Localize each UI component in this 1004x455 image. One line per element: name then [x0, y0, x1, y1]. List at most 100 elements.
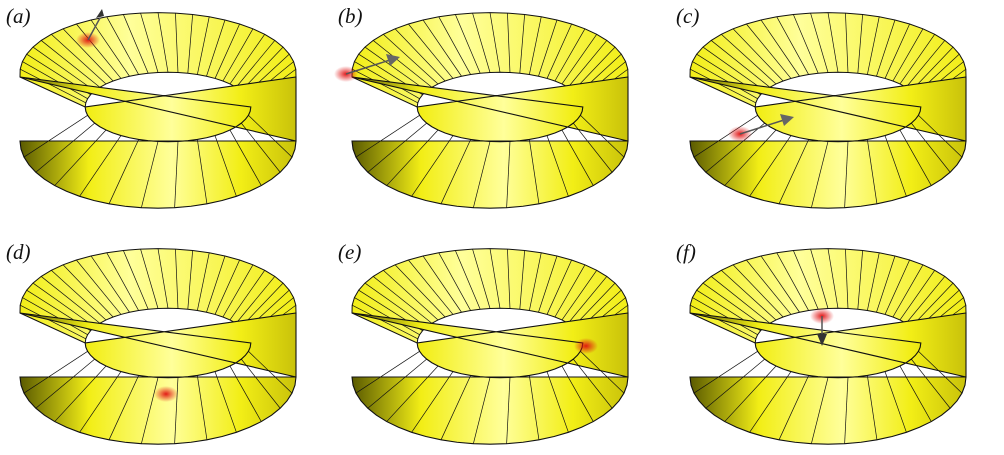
ruling-line [692, 297, 758, 335]
ruling-line [724, 365, 777, 422]
ruling-line [157, 12, 169, 73]
ruling-line [20, 304, 86, 340]
ruling-line [383, 34, 439, 85]
ruling-line [546, 135, 569, 197]
ruling-line [705, 358, 765, 409]
ruling-line [383, 270, 439, 321]
ruling-line [918, 351, 963, 394]
ruling-line [538, 19, 558, 77]
ruling-line [408, 259, 454, 315]
mobius-band-a [19, 9, 297, 209]
ruling-line [811, 377, 829, 444]
ruling-line [724, 129, 777, 186]
ruling-line [140, 12, 159, 73]
ruling-line [905, 276, 946, 324]
ruling-line [54, 365, 107, 422]
band-front-surface [351, 312, 629, 445]
ruling-line [440, 375, 471, 440]
ruling-line [206, 19, 226, 77]
ruling-line [776, 16, 809, 75]
ruling-line [567, 276, 608, 324]
ruling-line [844, 141, 849, 208]
normal-arrow [345, 54, 400, 75]
ruling-line [721, 34, 777, 85]
normal-arrow [739, 114, 794, 135]
ruling-line [197, 16, 210, 75]
ruling-line [235, 40, 276, 88]
ruling-line [394, 264, 446, 318]
ruling-line [206, 255, 226, 313]
ruling-line [197, 139, 208, 204]
ruling-line [793, 14, 819, 74]
panel-label-d: (d) [6, 240, 31, 264]
ruling-line [354, 297, 420, 335]
ruling-line [892, 28, 924, 82]
ruling-line [248, 115, 293, 158]
panel-b: (b) [334, 4, 658, 219]
band-back-surface [351, 248, 629, 344]
red-spot [154, 386, 178, 402]
ruling-line [538, 255, 558, 313]
ruling-line [884, 135, 907, 197]
mobius-band-c [689, 12, 967, 209]
ruling-line [473, 141, 491, 208]
panel-label-b: (b) [338, 4, 363, 28]
panel-label-c: (c) [676, 4, 700, 28]
ruling-line [386, 365, 439, 422]
ruling-line [776, 252, 809, 311]
ruling-line [867, 16, 880, 75]
ruling-line [229, 270, 266, 321]
ruling-line [778, 139, 809, 204]
ruling-line [241, 358, 281, 409]
panel-label-e: (e) [338, 240, 362, 264]
ruling-line [440, 139, 471, 204]
ruling-line [235, 276, 276, 324]
ruling-line [90, 255, 130, 313]
band-front-surface [689, 76, 967, 209]
ruling-line [367, 122, 427, 173]
ruling-line [867, 252, 880, 311]
ruling-line [793, 250, 819, 310]
ruling-line [692, 61, 758, 99]
ruling-line [472, 12, 491, 73]
ruling-line [749, 135, 792, 197]
ruling-line [372, 276, 433, 324]
ruling-line [507, 13, 511, 73]
ruling-line [422, 19, 462, 77]
ruling-line [810, 12, 829, 73]
panel-label-a: (a) [6, 4, 31, 28]
mobius-band-b [334, 12, 629, 209]
ruling-line [141, 377, 159, 444]
ruling-line [561, 270, 598, 321]
ruling-line [554, 264, 586, 318]
ruling-line [473, 377, 491, 444]
ruling-line [561, 34, 598, 85]
ruling-line [867, 375, 878, 440]
ruling-line [40, 276, 101, 324]
ruling-line [746, 23, 792, 79]
ruling-line [214, 23, 240, 79]
ruling-line [690, 68, 756, 104]
ruling-line [845, 13, 849, 73]
ruling-line [157, 248, 169, 309]
ruling-line [554, 28, 586, 82]
ruling-line [580, 115, 625, 158]
ruling-line [123, 250, 149, 310]
ruling-line [876, 255, 896, 313]
ruling-line [248, 351, 293, 394]
ruling-line [489, 12, 501, 73]
ruling-line [106, 16, 139, 75]
ruling-line [197, 252, 210, 311]
ruling-line [899, 34, 936, 85]
ruling-line [911, 358, 951, 409]
ruling-line [214, 371, 237, 433]
ruling-line [760, 19, 800, 77]
ruling-line [732, 264, 784, 318]
panel-a: (a) [6, 4, 326, 219]
ruling-line [108, 375, 139, 440]
ruling-line [23, 115, 88, 158]
ruling-line [693, 115, 758, 158]
ruling-line [827, 12, 839, 73]
ruling-line [867, 139, 878, 204]
ruling-line [355, 351, 420, 394]
